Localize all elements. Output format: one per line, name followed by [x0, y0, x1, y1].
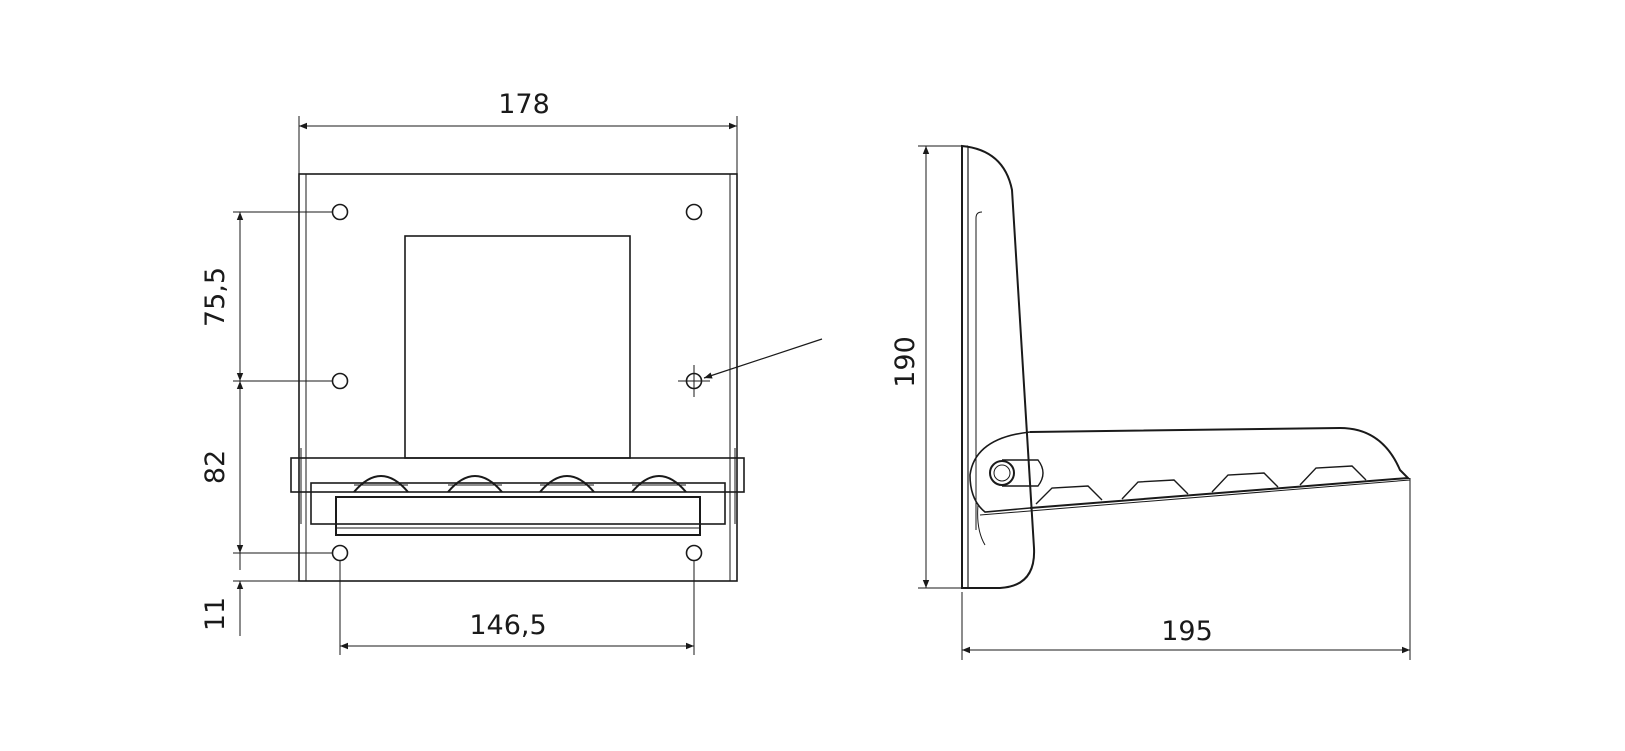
back-plate — [298, 173, 738, 582]
dim-height: 190 — [890, 336, 921, 388]
center-window — [404, 235, 631, 459]
side-dimensions — [918, 145, 1411, 660]
front-view — [290, 173, 823, 582]
dim-depth: 195 — [1161, 616, 1213, 647]
leader-arrow — [703, 338, 823, 379]
pivot-icon — [989, 460, 1015, 486]
front-dimensions — [233, 116, 738, 655]
dim-lower-hole-spacing: 82 — [200, 450, 231, 484]
tread-ridges — [1035, 465, 1367, 505]
side-view — [961, 144, 1411, 589]
wall-bracket — [961, 144, 1036, 589]
dim-bottom-offset: 11 — [200, 597, 231, 631]
step-assembly — [290, 448, 745, 536]
seat-arm — [1029, 426, 1411, 509]
dim-width: 178 — [498, 89, 550, 120]
dim-hole-pitch: 146,5 — [469, 610, 546, 641]
mounting-holes — [331, 203, 710, 562]
dim-upper-hole-spacing: 75,5 — [200, 267, 231, 327]
